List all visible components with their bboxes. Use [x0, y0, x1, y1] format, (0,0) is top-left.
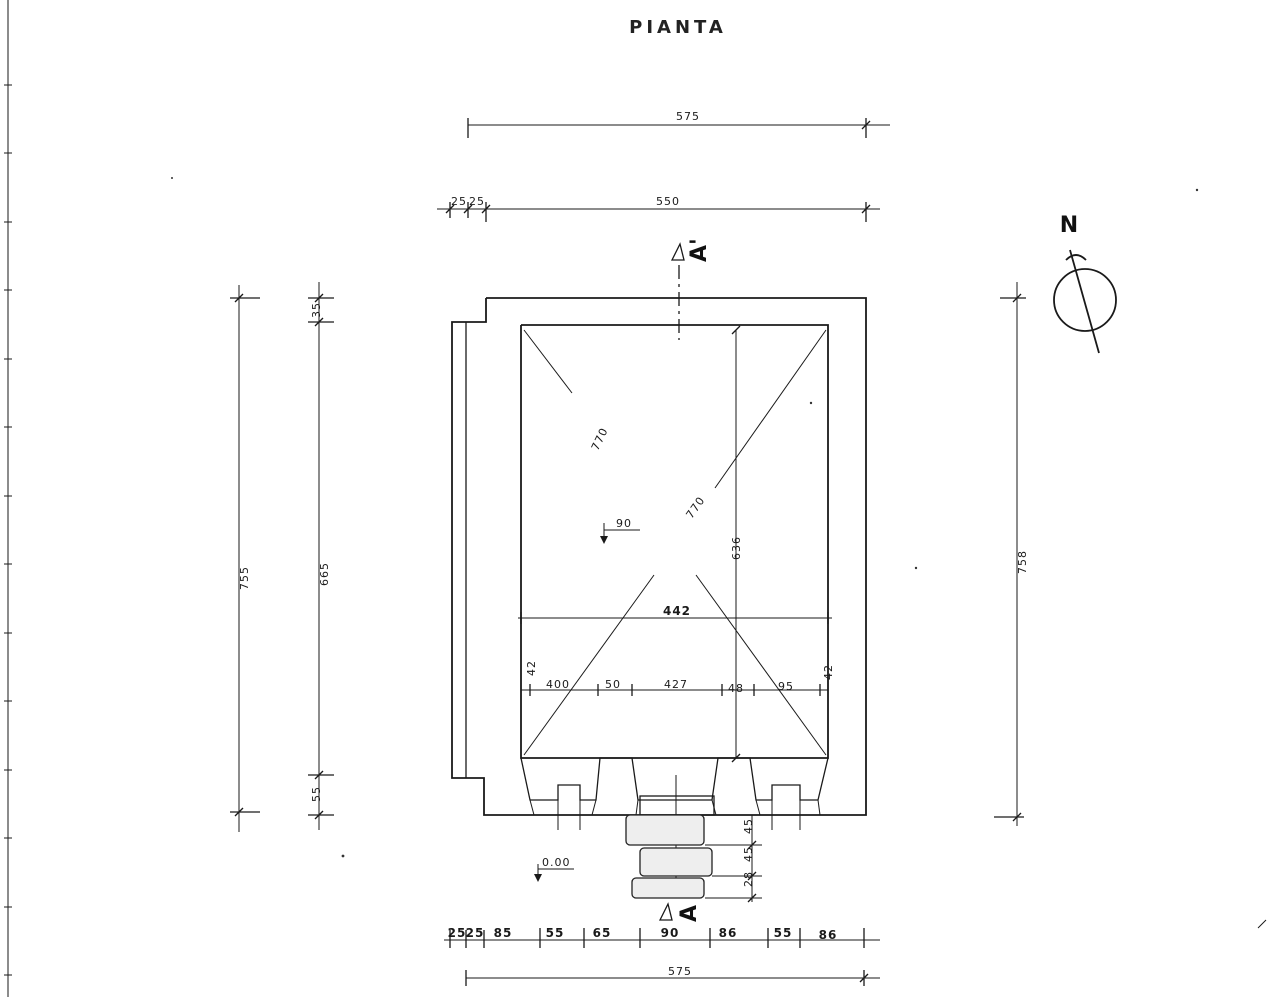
dim-bottom-chain: 25 25 85 55 65 90 86 55 86: [444, 926, 880, 948]
dim-label: 400: [546, 678, 570, 691]
dim-label: 45: [742, 818, 755, 834]
level-inner: 90: [600, 517, 640, 544]
dim-label: 48: [728, 682, 744, 695]
dim-label: 758: [1016, 550, 1029, 574]
dim-label: 86: [719, 926, 738, 940]
dim-label: 55: [546, 926, 565, 940]
dim-steps: 45 45 28: [705, 815, 762, 903]
dim-top-inner: 550 25 25: [437, 194, 880, 222]
dim-label: 55: [774, 926, 793, 940]
dim-label: 636: [730, 536, 743, 560]
dim-label: 55: [310, 786, 323, 802]
dim-label: 45: [742, 846, 755, 862]
dim-right-total: 758: [994, 282, 1029, 826]
dim-label: 575: [668, 965, 692, 978]
sheet-left-border: [4, 0, 12, 997]
dim-label: 28: [742, 871, 755, 887]
drawing-title: PIANTA: [629, 17, 727, 38]
inner-room: [518, 324, 832, 759]
outer-walls: [451, 297, 867, 816]
dim-segment-chain: 42 400 50 427 48 95 42: [521, 660, 835, 696]
dim-label: 25: [469, 195, 485, 208]
dim-label: 90: [661, 926, 680, 940]
dim-label: 42: [525, 660, 538, 676]
dim-label: 427: [664, 678, 688, 691]
section-label: A: [677, 905, 702, 922]
dim-label: 50: [605, 678, 621, 691]
north-arrow-icon: N: [1053, 213, 1117, 354]
dim-label: 550: [656, 195, 680, 208]
diag-label-lower: 770: [683, 494, 707, 521]
dim-label: 42: [822, 664, 835, 680]
dim-label: 35: [310, 302, 323, 318]
dim-top-outer: 575: [467, 110, 890, 138]
buttress-niches: [520, 757, 829, 896]
dim-left-total: 755: [226, 285, 260, 832]
north-label: N: [1060, 213, 1078, 238]
dim-label: 25: [466, 926, 485, 940]
dim-inner-width: 442: [520, 604, 829, 624]
section-marker-bottom: A: [658, 902, 702, 922]
dim-label: 95: [778, 680, 794, 693]
level-label: 90: [616, 517, 632, 530]
section-label: A': [687, 238, 712, 262]
dim-label: 25: [451, 195, 467, 208]
dim-label: 665: [318, 562, 331, 586]
dim-label: 86: [819, 928, 838, 942]
dim-left-inner: 35 665 55: [306, 282, 334, 830]
dim-inner-height: 636: [730, 325, 743, 763]
dim-label: 442: [663, 604, 691, 618]
stone-steps: [625, 814, 713, 899]
diag-label-upper: 770: [589, 425, 611, 452]
level-label: 0.00: [542, 856, 571, 869]
section-marker-top: A': [670, 238, 712, 340]
dim-label: 65: [593, 926, 612, 940]
dim-label: 85: [494, 926, 513, 940]
dim-label: 755: [238, 566, 251, 590]
level-outside: 0.00: [534, 856, 574, 882]
dim-bottom-total: 575: [465, 964, 880, 986]
dim-label: 25: [448, 926, 467, 940]
dim-label: 575: [676, 110, 700, 123]
